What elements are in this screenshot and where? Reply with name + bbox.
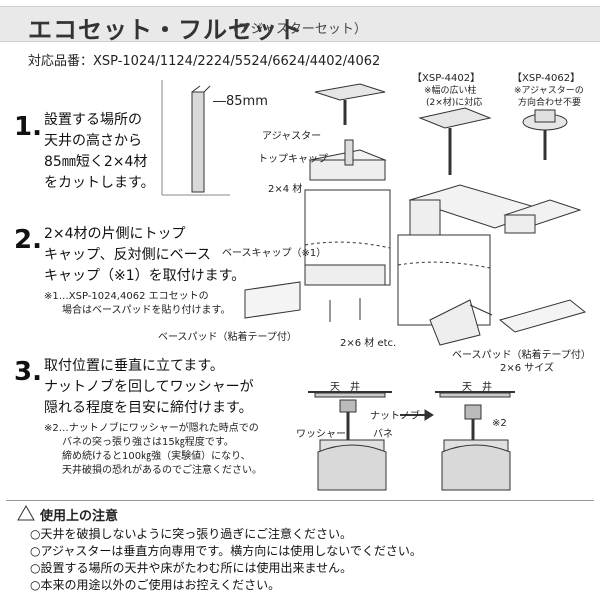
compatible-models: 対応品番：XSP-1024/1124/2224/5524/6624/4402/4… xyxy=(28,54,381,69)
step-3-note: ※2…ナットノブにワッシャーが隠れた時点での バネの突っ張り強さは15㎏程度です… xyxy=(44,422,262,478)
step-1-line: 85㎜短く2×4材 xyxy=(44,154,148,170)
step-2-note-line: ※1…XSP-1024,4062 エコセットの xyxy=(44,291,209,302)
label-note-2: ※2 xyxy=(492,418,507,429)
warning-icon xyxy=(17,504,35,521)
step-3-number: 3. xyxy=(14,357,42,387)
caution-item: ○本来の用途以外のご使用はお控えください。 xyxy=(30,578,281,592)
step3-before-illustration xyxy=(308,391,392,491)
step3-after-illustration xyxy=(435,391,515,491)
step-1-line: をカットします。 xyxy=(44,175,155,191)
step-2-line: キャップ（※1）を取付けます。 xyxy=(44,268,246,284)
step-3-note-line: 締め続けると100㎏強（実験値）になり、 xyxy=(62,451,251,462)
label-xsp-4062: 【XSP-4062】 xyxy=(512,73,581,84)
title-bar xyxy=(0,6,600,42)
label-spring: バネ xyxy=(373,429,393,440)
caution-title: 使用上の注意 xyxy=(40,509,119,524)
step-2-line: キャップ、反対側にベース xyxy=(44,247,211,263)
label-xsp-4402-note: ※幅の広い柱 xyxy=(424,86,477,96)
label-minus-85mm: ―85mm xyxy=(213,94,268,109)
label-base-cap: ベースキャップ（※1） xyxy=(222,248,327,259)
step-3-note-line: ※2…ナットノブにワッシャーが隠れた時点での xyxy=(44,423,259,434)
label-xsp-4062-note: 方向合わせ不要 xyxy=(518,98,582,108)
step-2-note-line: 場合はベースパッドを貼り付けます。 xyxy=(62,305,231,316)
step-2-number: 2. xyxy=(14,225,42,255)
label-xsp-4402: 【XSP-4402】 xyxy=(412,73,481,84)
caution-item: ○アジャスターは垂直方向専用です。横方向には使用しないでください。 xyxy=(30,544,422,558)
label-xsp-4402-note: (2×材)に対応 xyxy=(426,98,483,108)
step-2-note: ※1…XSP-1024,4062 エコセットの 場合はベースパッドを貼り付けます… xyxy=(44,290,231,318)
label-base-pad: ベースパッド（粘着テープ付） xyxy=(158,332,297,343)
step-1-line: 設置する場所の xyxy=(44,112,142,128)
xsp-4402-illustration xyxy=(397,107,547,346)
label-top-cap: トップキャップ xyxy=(258,154,328,165)
caution-item: ○天井を破損しないように突っ張り過ぎにご注意ください。 xyxy=(30,527,352,541)
label-ceiling: 天 井 xyxy=(330,382,360,393)
step-3-line: 隠れる程度を目安に締付けます。 xyxy=(44,400,253,416)
label-nut-knob: ナットノブ xyxy=(370,411,420,422)
step1-post-illustration xyxy=(161,80,230,196)
step-1-number: 1. xyxy=(14,112,42,142)
label-size-2x6: 2×6 サイズ xyxy=(500,363,554,374)
label-2x6: 2×6 材 etc. xyxy=(340,338,397,349)
step-1-line: 天井の高さから xyxy=(44,133,142,149)
step-2-line: 2×4材の片側にトップ xyxy=(44,226,186,242)
step-3-line: 取付位置に垂直に立てます。 xyxy=(44,358,224,374)
label-adjuster: アジャスター xyxy=(262,131,322,142)
step-2-text: 2×4材の片側にトップ キャップ、反対側にベース キャップ（※1）を取付けます。 xyxy=(44,224,245,287)
step-3-note-line: 天井破損の恐れがあるのでご注意ください。 xyxy=(62,465,262,476)
label-ceiling: 天 井 xyxy=(462,382,492,393)
step-1-text: 設置する場所の 天井の高さから 85㎜短く2×4材 をカットします。 xyxy=(44,110,155,194)
page-subtitle: （アジャスターセット） xyxy=(225,22,367,37)
step-3-text: 取付位置に垂直に立てます。 ナットノブを回してワッシャーが 隠れる程度を目安に締… xyxy=(44,356,254,419)
label-2x4: 2×4 材 xyxy=(268,184,303,195)
step-3-note-line: バネの突っ張り強さは15㎏程度です。 xyxy=(62,437,234,448)
label-base-pad-2x6: ベースパッド（粘着テープ付） xyxy=(452,350,591,361)
caution-item: ○設置する場所の天井や床がたわむ所には使用出来ません。 xyxy=(30,561,353,575)
main-assembly-illustration xyxy=(244,83,391,322)
step-3-line: ナットノブを回してワッシャーが xyxy=(44,379,254,395)
caution-section xyxy=(6,500,594,597)
label-xsp-4062-note: ※アジャスターの xyxy=(514,86,584,96)
xsp-4062-illustration xyxy=(498,109,587,333)
label-washer: ワッシャー xyxy=(296,429,346,440)
page-title: エコセット・フルセット xyxy=(28,16,303,44)
caution-list: ○天井を破損しないように突っ張り過ぎにご注意ください。 ○アジャスターは垂直方向… xyxy=(30,526,422,594)
